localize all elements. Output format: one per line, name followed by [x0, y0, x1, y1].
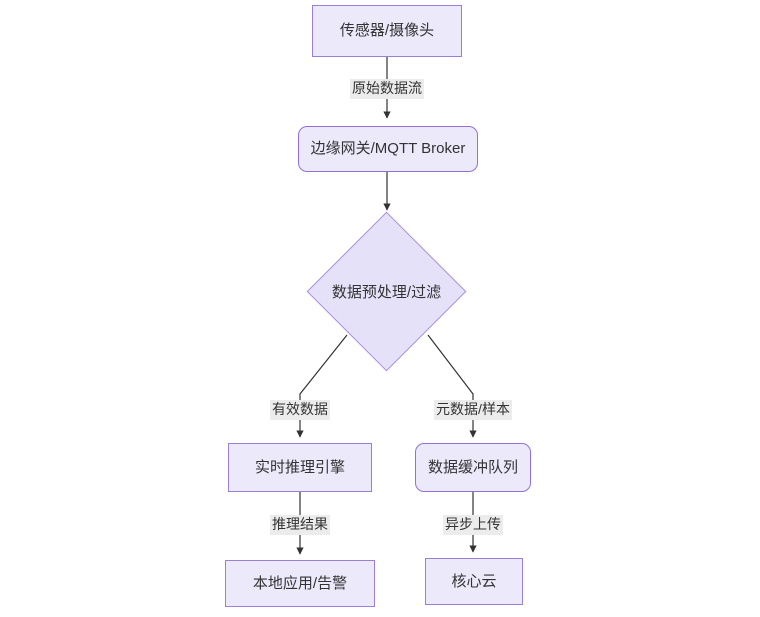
edge-preprocess-buffer: [427, 334, 477, 438]
edge-label-async-upload: 异步上传: [443, 515, 503, 535]
node-buffer[interactable]: 数据缓冲队列: [415, 443, 531, 492]
node-preprocess[interactable]: 数据预处理/过滤: [306, 211, 467, 372]
edge-label-raw-data-stream: 原始数据流: [350, 79, 424, 99]
node-gateway[interactable]: 边缘网关/MQTT Broker: [298, 126, 478, 172]
node-inference[interactable]: 实时推理引擎: [228, 443, 372, 492]
edge-label-valid-data: 有效数据: [270, 400, 330, 420]
node-preprocess-label: 数据预处理/过滤: [331, 284, 442, 301]
node-sensor[interactable]: 传感器/摄像头: [312, 5, 462, 57]
node-inference-label: 实时推理引擎: [254, 458, 345, 476]
node-gateway-label: 边缘网关/MQTT Broker: [310, 140, 466, 157]
edge-label-metadata-sample: 元数据/样本: [434, 400, 512, 420]
edge-preprocess-inference: [296, 334, 348, 438]
node-cloud-label: 核心云: [451, 572, 497, 590]
node-cloud[interactable]: 核心云: [425, 558, 523, 605]
edge-label-inference-result: 推理结果: [270, 515, 330, 535]
node-localapp-label: 本地应用/告警: [252, 574, 348, 592]
node-buffer-label: 数据缓冲队列: [427, 458, 518, 476]
node-sensor-label: 传感器/摄像头: [339, 22, 435, 39]
node-localapp[interactable]: 本地应用/告警: [225, 560, 375, 607]
